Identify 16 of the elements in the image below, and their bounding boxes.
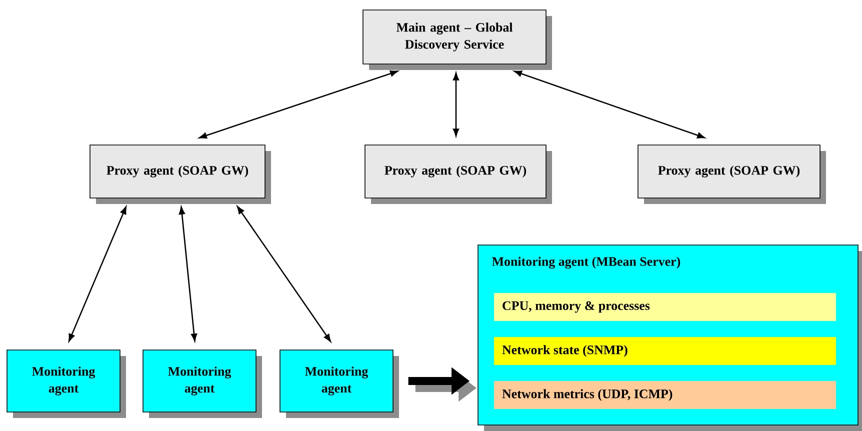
arrow <box>68 206 127 342</box>
arrow <box>178 206 198 342</box>
arrow <box>199 70 398 139</box>
agent-box: Monitoring agent <box>6 350 126 418</box>
arrow <box>236 206 332 342</box>
metric-band: Network state (SNMP) <box>494 337 836 365</box>
process-box: Proxy agent (SOAP GW) <box>90 144 271 204</box>
arrow <box>452 72 460 136</box>
metric-band: Network metrics (UDP, ICMP) <box>494 381 836 409</box>
agent-box: Monitoring agent <box>280 350 399 418</box>
process-box: Proxy agent (SOAP GW) <box>364 144 552 204</box>
process-box: Proxy agent (SOAP GW) <box>638 144 826 204</box>
process-box: Main agent – Global Discovery Service <box>362 10 552 70</box>
metric-band: CPU, memory & processes <box>494 293 836 321</box>
agent-box: Monitoring agent <box>142 350 262 418</box>
arrow <box>514 70 705 138</box>
